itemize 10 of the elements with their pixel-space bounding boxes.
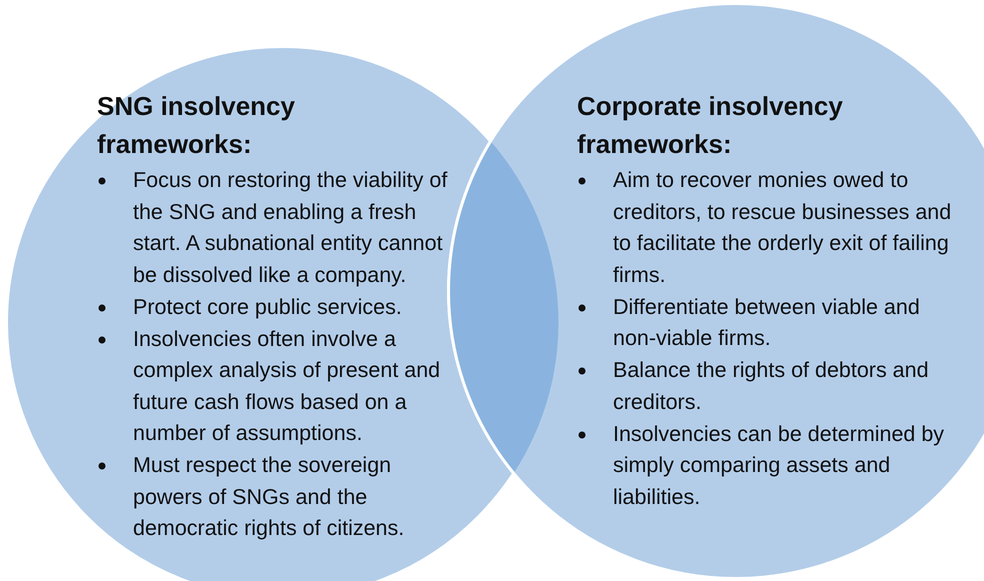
- circle-heading: Corporate insolvency frameworks:: [577, 90, 844, 161]
- bullet-point: Differentiate between viable and non-viable firms.: [613, 294, 921, 352]
- circle-heading: SNG insolvency frameworks:: [97, 90, 296, 161]
- bullet-point: Balance the rights of debtors and creditors.: [613, 357, 930, 416]
- bullet-point: Focus on restoring the viability of the SNG and enabling a fresh start. A subnational entity cannot be dissolved like a company.: [133, 167, 448, 288]
- bullet-point: Insolvencies often involve a complex analysis of present and future cash flows based on a number of assumptions.: [133, 326, 442, 447]
- bullet-point: Protect core public services.: [133, 294, 403, 320]
- bullet-point: Must respect the sovereign powers of SNGs and the democratic rights of citizens.: [133, 452, 406, 542]
- bullet-point: Aim to recover monies owed to creditors, to rescue businesses and to facilitate the orderly exit of failing firms.: [613, 167, 952, 288]
- bullet-point: Insolvencies can be determined by simply comparing assets and liabilities.: [613, 420, 946, 510]
